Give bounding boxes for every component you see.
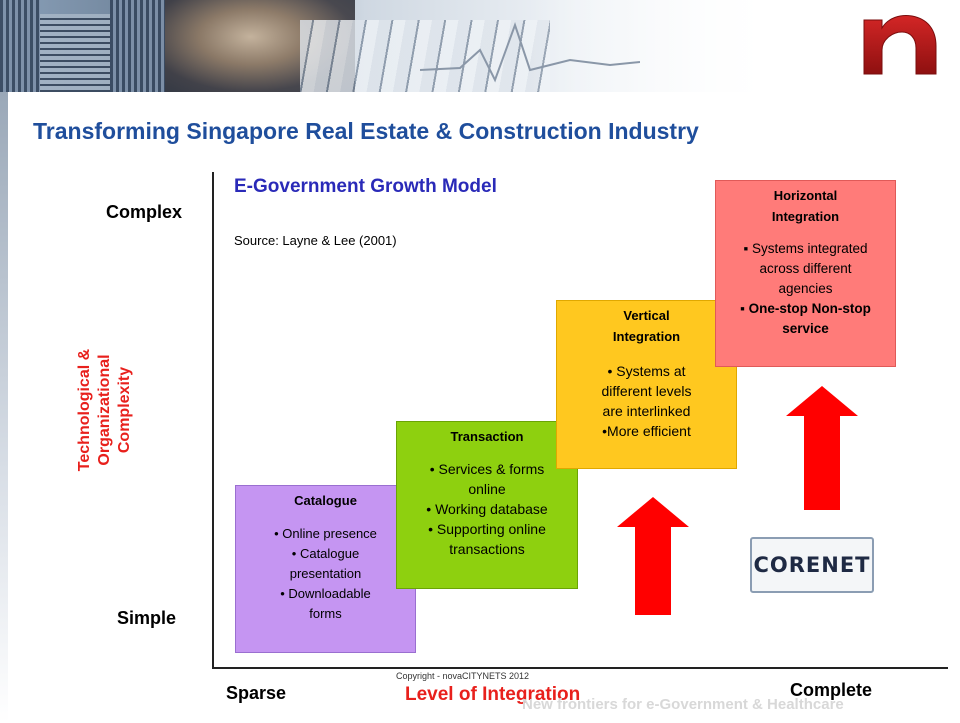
source-citation: Source: Layne & Lee (2001) [234,233,397,248]
n-logo-icon [863,15,937,75]
stage-horizontal-integration-box: Horizontal Integration ▪ Systems integra… [715,180,896,367]
up-arrow-icon [617,497,689,615]
stage-catalogue-box: Catalogue • Online presence • Catalogue … [235,485,416,653]
left-sidebar-decoration [0,92,8,723]
stage-point: •More efficient [602,423,691,439]
y-axis-bottom-label: Simple [117,608,177,628]
stage-vertical-integration-box: Vertical Integration • Systems at differ… [556,300,737,469]
stage-title: Catalogue [294,493,357,508]
copyright-text: Copyright - novaCITYNETS 2012 [396,671,530,681]
up-arrow-icon [786,386,858,510]
stage-point: • Catalogue [291,546,360,561]
stage-point: • Downloadable [280,586,371,601]
stage-title-line: Horizontal [773,188,838,203]
y-axis-title-line: Organizational [96,354,113,466]
stage-point: • Services & forms [429,461,545,477]
stage-point: transactions [449,541,525,557]
stage-point: presentation [289,566,362,581]
y-axis-title: Technological & Organizational Complexit… [75,290,135,530]
stage-point: • Working database [426,501,548,517]
model-title: E-Government Growth Model [234,176,497,197]
stage-point: different levels [601,383,692,399]
stage-title: Transaction [450,429,524,444]
stage-point: ▪ Systems integrated [743,241,868,256]
stage-point: • Supporting online [428,521,546,537]
stage-point: agencies [778,281,833,296]
y-axis-title-line: Technological & [76,348,93,472]
stage-point: forms [309,606,342,621]
stage-point-bold: ▪ One-stop Non-stop [740,301,871,316]
stage-point: • Online presence [274,526,377,541]
x-axis-line [212,667,948,669]
header-banner [0,0,960,92]
stage-point: across different [759,261,852,276]
y-axis-title-line: Complexity [116,366,133,454]
y-axis-top-label: Complex [106,202,183,222]
stage-point-bold: service [782,321,829,336]
slide-title: Transforming Singapore Real Estate & Con… [33,118,699,144]
x-axis-right-label: Complete [790,680,873,700]
stage-transaction-box: Transaction • Services & forms online • … [396,421,578,589]
stage-title-line: Integration [612,329,681,344]
corenet-logo: CORENET [750,537,874,593]
x-axis-title: Level of Integration [405,684,581,705]
corenet-logo-text: CORENET [753,553,871,577]
stage-title-line: Vertical [623,308,670,323]
stage-point: online [468,481,506,497]
footer-watermark: New frontiers for e-Government & Healthc… [522,696,844,713]
stage-title-line: Integration [771,209,840,224]
x-axis-left-label: Sparse [226,683,287,703]
stage-point: are interlinked [602,403,691,419]
y-axis-line [212,172,214,669]
stage-point: • Systems at [607,363,686,379]
